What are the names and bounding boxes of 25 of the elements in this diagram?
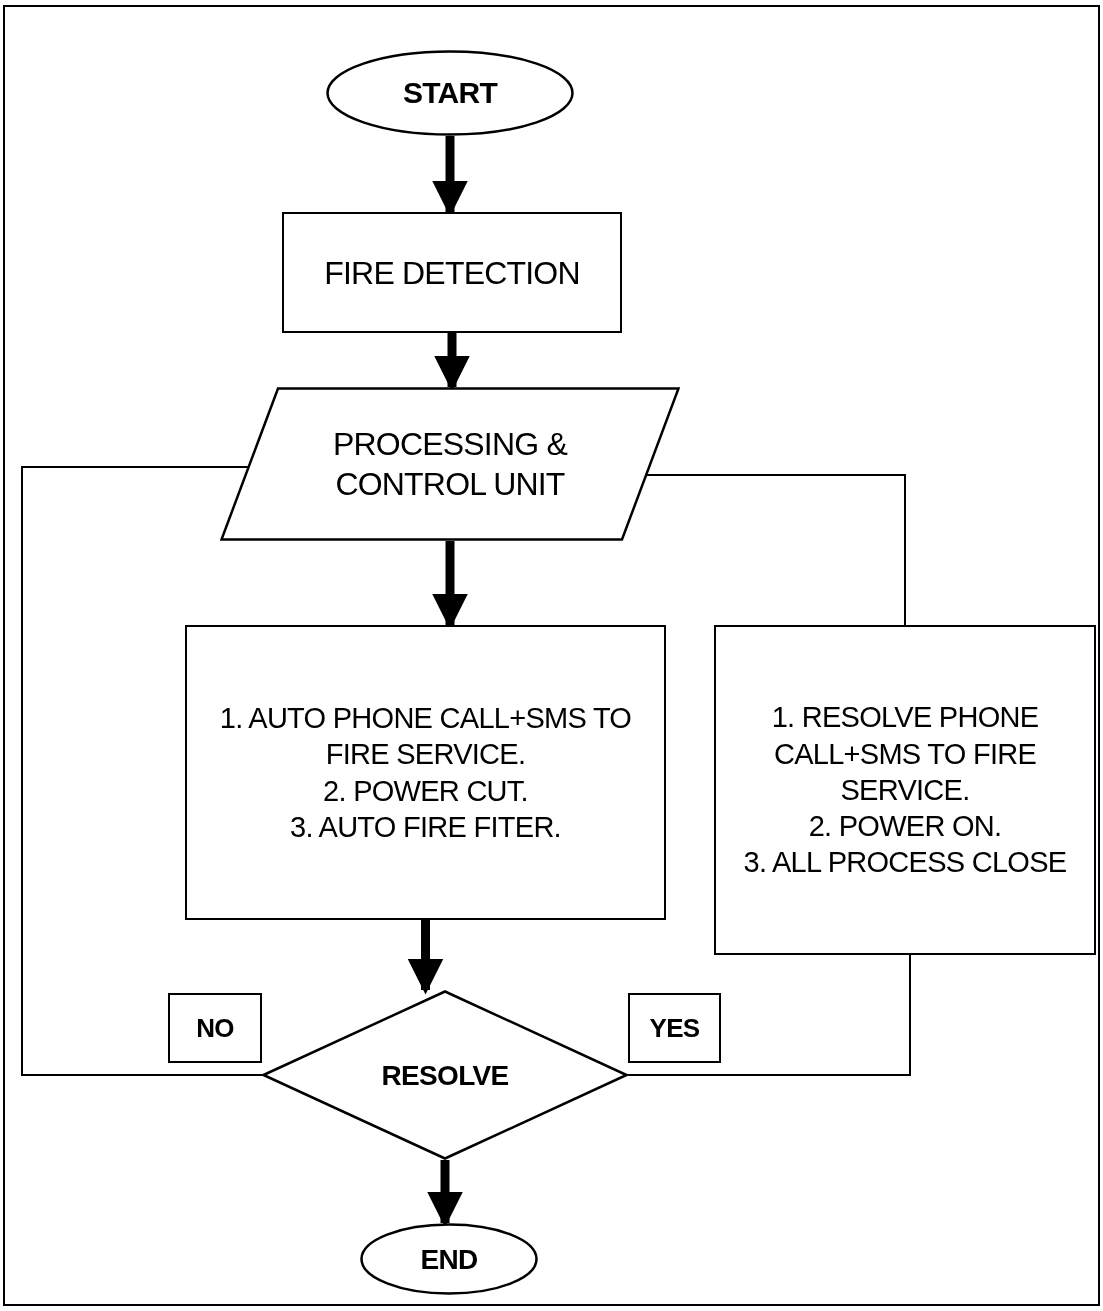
connector-line [627,954,911,1076]
node-text: 1. RESOLVE PHONE CALL+SMS TO FIRE SERVICE. [770,700,1040,808]
arrow [407,920,444,995]
node-text: YES [648,1011,701,1045]
terminal-ellipse [326,50,574,136]
node-text: START [402,75,499,112]
terminal-ellipse [360,1223,538,1295]
node-text: NO [195,1011,235,1045]
process-box [185,625,666,920]
process-box [714,625,1096,955]
process-box [628,993,721,1063]
node-text: PROCESSING & CONTROL UNIT [332,425,569,504]
node-text: 3. ALL PROCESS CLOSE [742,845,1068,881]
node-text: 1. AUTO PHONE CALL+SMS TO FIRE SERVICE. [218,701,633,773]
process-box [168,993,262,1063]
node-text: FIRE DETECTION [323,253,581,293]
node-text: 2. POWER CUT. [322,773,529,809]
process-box [282,212,622,333]
node-text: 2. POWER ON. [807,809,1003,845]
node-text: END [419,1242,479,1277]
node-text: 3. AUTO FIRE FITER. [289,809,562,845]
connector-line [21,466,263,1076]
node-text: RESOLVE [380,1058,510,1093]
io-parallelogram [220,387,680,541]
decision-diamond [262,990,628,1160]
